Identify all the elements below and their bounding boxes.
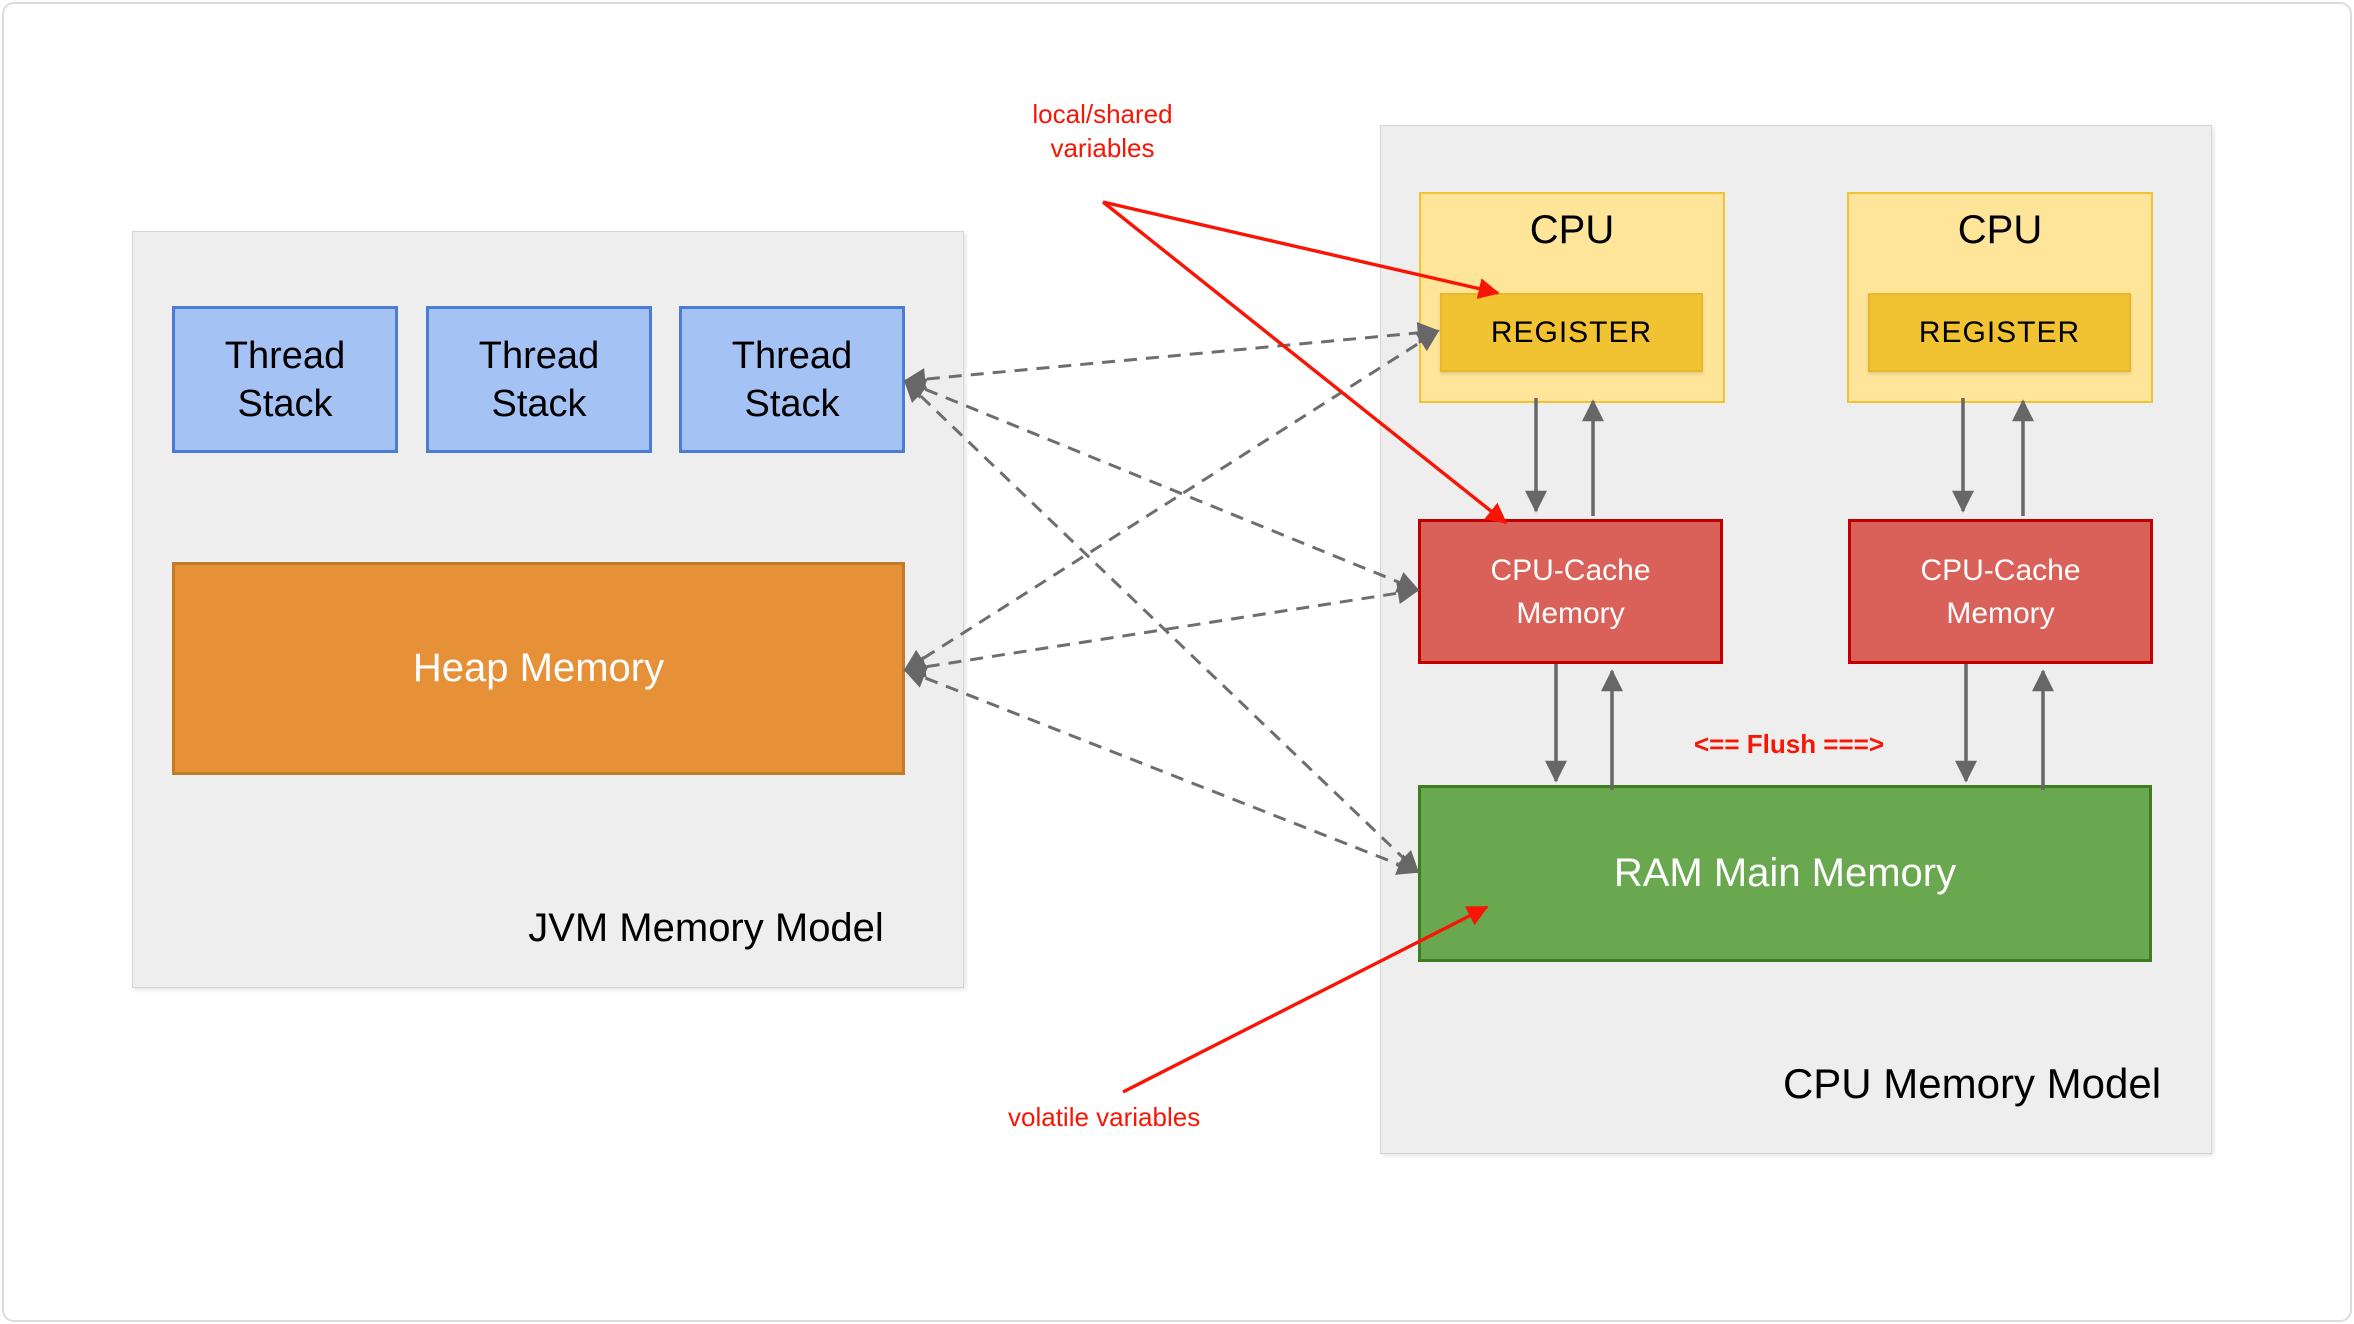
thread-stack-label: Thread Stack bbox=[478, 334, 600, 425]
local-shared-variables-note: local/shared variables bbox=[1032, 99, 1173, 163]
heap-memory-label: Heap Memory bbox=[412, 646, 665, 690]
ram-label: RAM Main Memory bbox=[1613, 851, 1957, 895]
cpu-cache-memory-box-1: CPU-Cache Memory bbox=[1418, 519, 1723, 664]
cpu-label: CPU bbox=[1529, 208, 1615, 252]
thread-stack-box-1: Thread Stack bbox=[172, 306, 398, 453]
cpu-label: CPU bbox=[1957, 208, 2043, 252]
dashed-arrow-heap-cache bbox=[903, 582, 1420, 678]
flush-note: <== Flush ===> bbox=[1693, 729, 1885, 759]
dashed-arrow-stack-cache bbox=[903, 378, 1420, 593]
volatile-variables-note: volatile variables bbox=[1008, 1102, 1201, 1132]
thread-stack-label: Thread Stack bbox=[224, 334, 346, 425]
thread-stack-box-3: Thread Stack bbox=[679, 306, 905, 453]
register-box-1: REGISTER bbox=[1440, 293, 1703, 372]
register-label: REGISTER bbox=[1490, 315, 1653, 349]
jvm-panel-title: JVM Memory Model bbox=[528, 906, 884, 950]
dashed-arrow-stack-register bbox=[903, 321, 1440, 391]
dashed-arrow-heap-register bbox=[903, 329, 1440, 672]
register-label: REGISTER bbox=[1918, 315, 2081, 349]
register-box-2: REGISTER bbox=[1868, 293, 2131, 372]
cpu-box-2: CPU REGISTER bbox=[1847, 192, 2153, 403]
heap-memory-box: Heap Memory bbox=[172, 562, 905, 775]
dashed-links bbox=[903, 321, 1440, 875]
dashed-arrow-stack-ram bbox=[903, 379, 1420, 874]
thread-stack-box-2: Thread Stack bbox=[426, 306, 652, 453]
cpu-cache-memory-box-2: CPU-Cache Memory bbox=[1848, 519, 2153, 664]
cpu-panel-title: CPU Memory Model bbox=[1782, 1060, 2162, 1107]
dashed-arrow-heap-ram bbox=[903, 667, 1420, 875]
cpu-cache-label: CPU-Cache Memory bbox=[1920, 553, 2081, 630]
cpu-box-1: CPU REGISTER bbox=[1419, 192, 1725, 403]
thread-stack-label: Thread Stack bbox=[731, 334, 853, 425]
cpu-cache-label: CPU-Cache Memory bbox=[1490, 553, 1651, 630]
ram-main-memory-box: RAM Main Memory bbox=[1418, 785, 2152, 962]
